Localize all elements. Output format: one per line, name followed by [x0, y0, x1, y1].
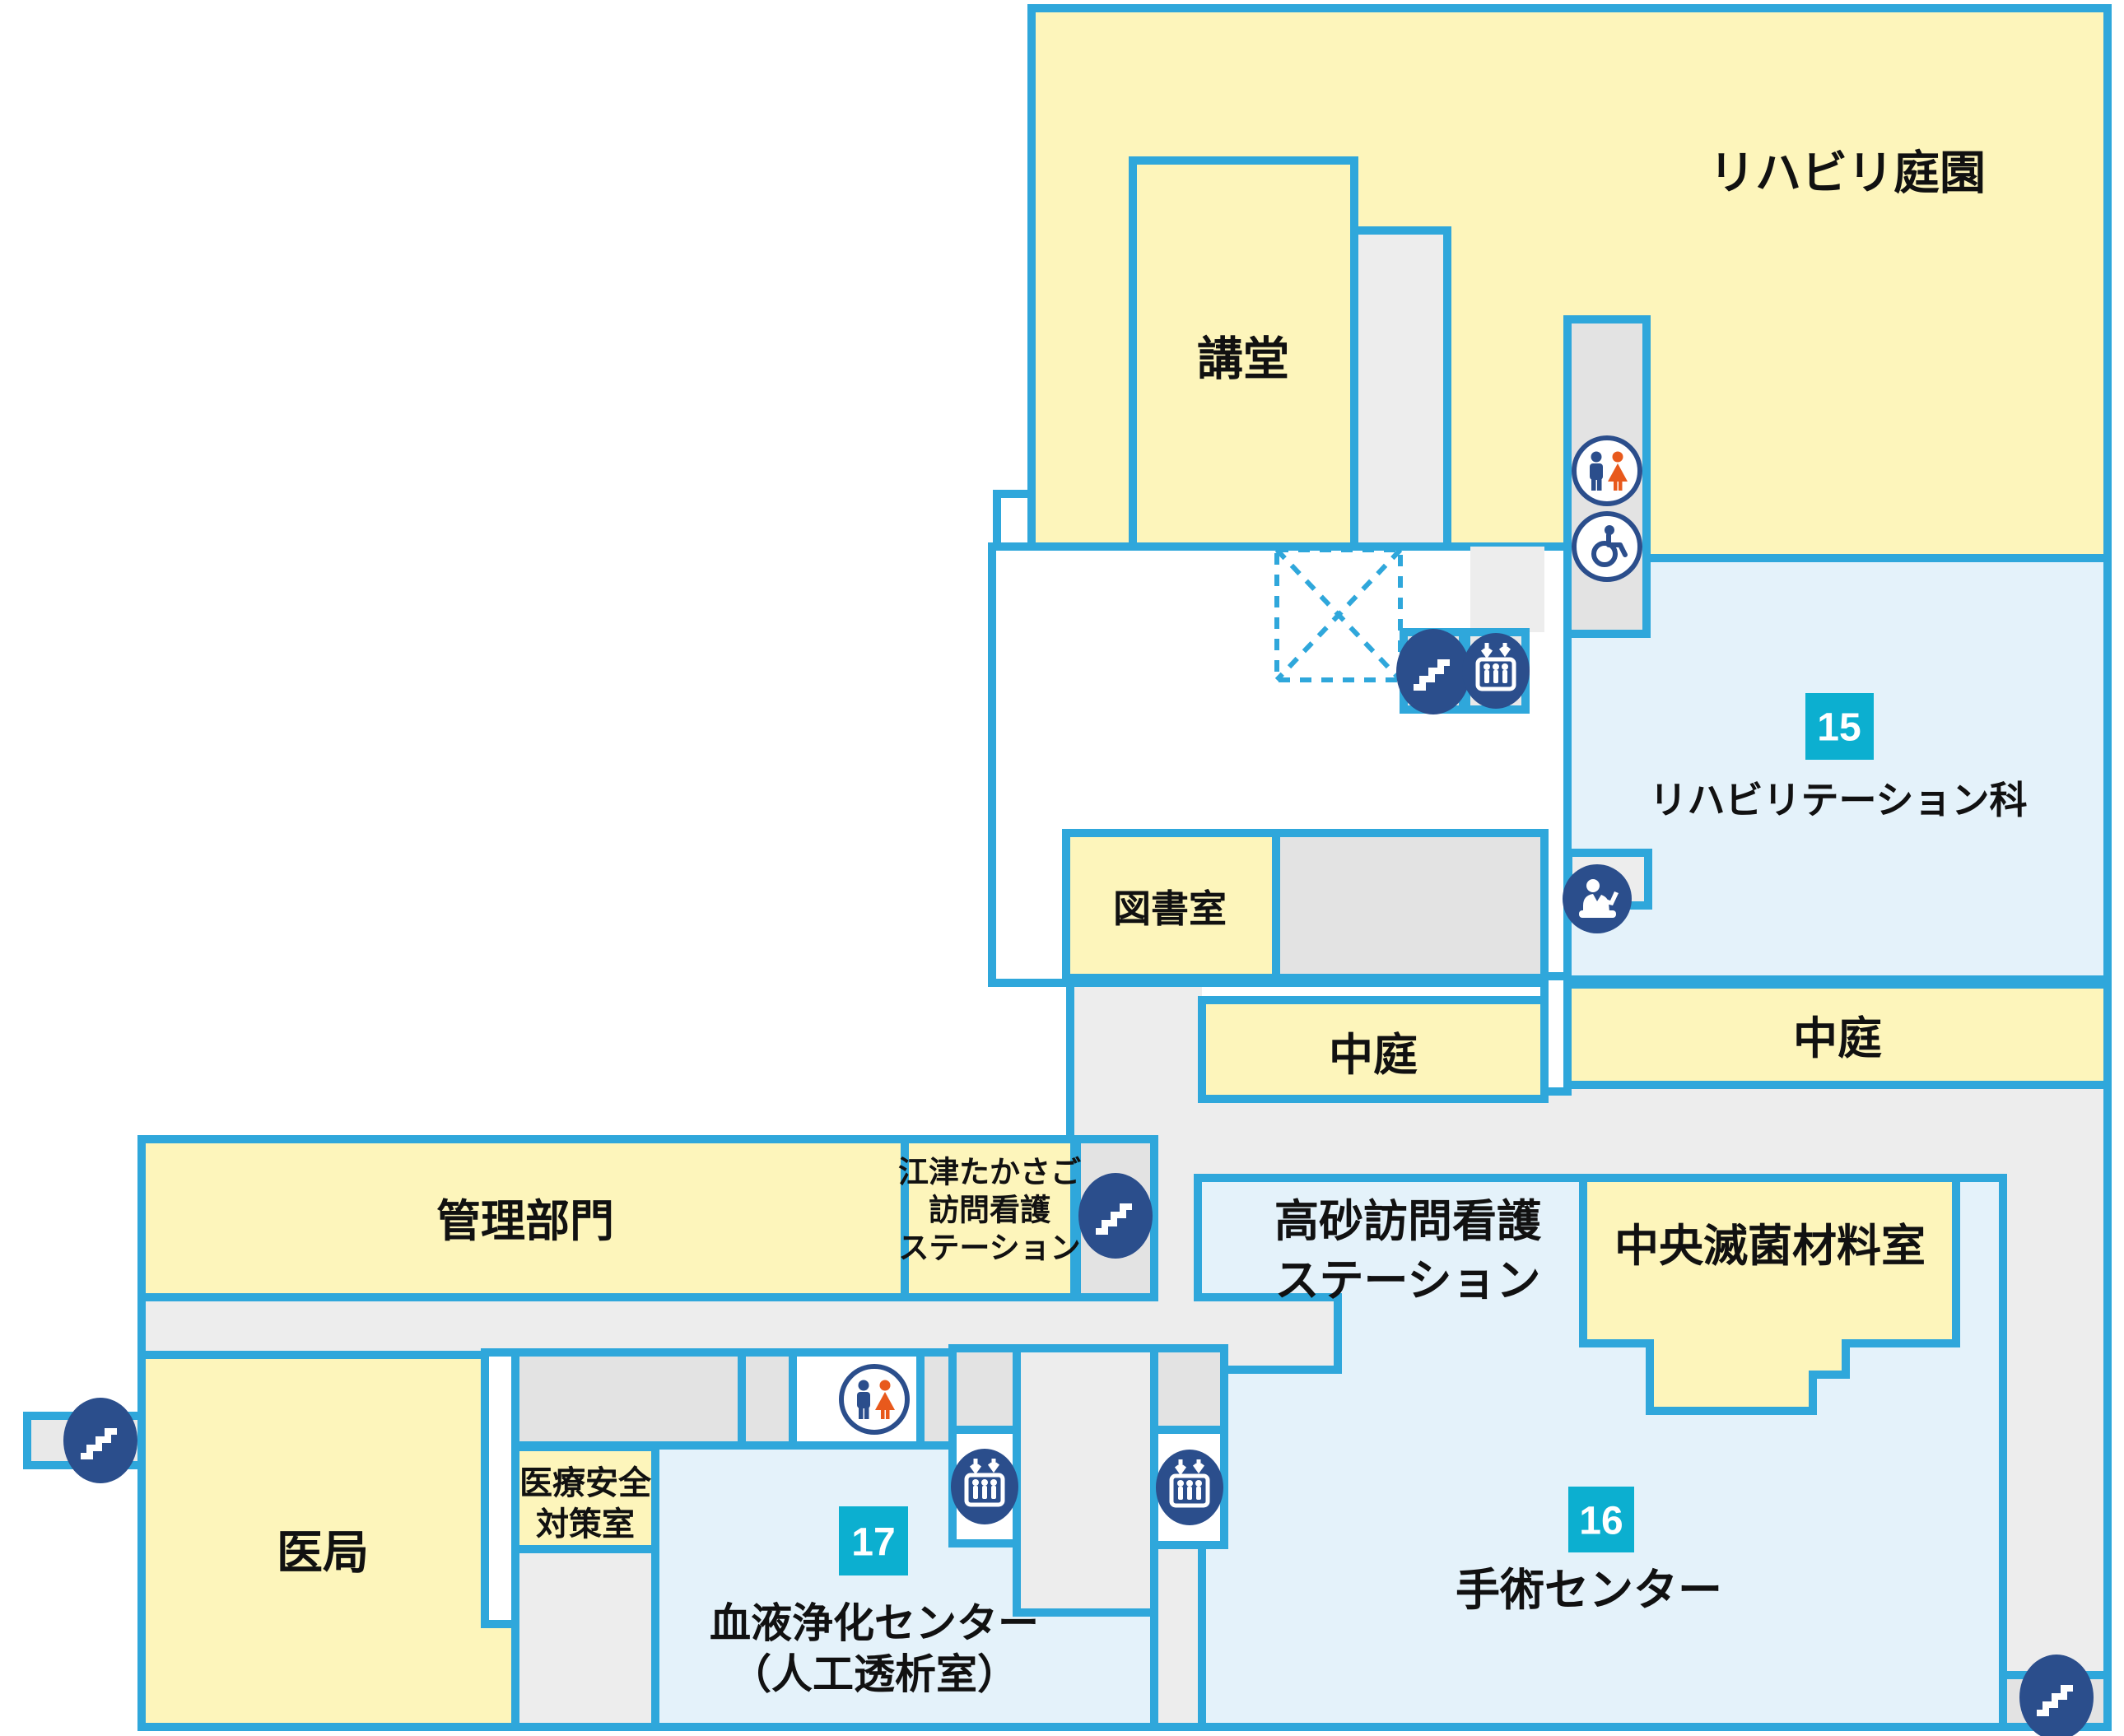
label-takasago-line1: 高砂訪問看護 [1274, 1197, 1542, 1246]
room-library [1062, 829, 1280, 982]
badge-dialysis: 17 [839, 1506, 908, 1575]
badge-rehab-dept-number: 15 [1817, 706, 1861, 750]
label-safety-line1: 医療安全 [519, 1464, 652, 1501]
corridor-between-shafts [1013, 1344, 1158, 1617]
corridor-below-safety-room [515, 1549, 655, 1727]
reception-icon [1563, 864, 1632, 933]
label-surgery-center: 手術センター [1456, 1566, 1722, 1615]
label-rehab-dept: リハビリテーション科 [1649, 779, 2027, 821]
stairs-icon [63, 1398, 137, 1483]
label-library: 図書室 [1113, 887, 1227, 930]
room-courtyard-right [1563, 980, 2112, 1089]
label-doctors-office: 医局 [277, 1527, 369, 1579]
label-dialysis-line1: 血液浄化センター [710, 1600, 1039, 1646]
label-courtyard-left: 中庭 [1329, 1031, 1418, 1080]
label-gotsu-line1: 江津たかさご [898, 1156, 1081, 1189]
escalator-void-marker [1274, 547, 1403, 682]
corridor-band-middle [1070, 1088, 2109, 1180]
corridor-pocket-top [1470, 547, 1544, 632]
badge-dialysis-number: 17 [851, 1521, 895, 1565]
room-safety-office [511, 1443, 659, 1553]
toilet-icon [841, 1366, 907, 1432]
room-admin [137, 1135, 909, 1301]
badge-rehab-dept: 15 [1805, 693, 1874, 760]
garden-left-jog [993, 490, 1032, 547]
label-dialysis-line2: （人工透析室） [730, 1651, 1018, 1697]
corridor-strip-bottom [1150, 1541, 1206, 1731]
label-courtyard-right: 中庭 [1793, 1014, 1882, 1063]
corridor-below-library [1070, 978, 1202, 1093]
room-courtyard-left [1198, 996, 1549, 1103]
room-rehab-dept [1563, 554, 2112, 984]
label-takasago-line2: ステーション [1275, 1256, 1541, 1305]
elevator-icon [1156, 1450, 1223, 1525]
badge-surgery: 16 [1568, 1487, 1634, 1552]
toilet-icon [1574, 438, 1640, 504]
label-auditorium: 講堂 [1197, 333, 1289, 385]
corridor-strip-top [1350, 226, 1451, 551]
corridor-strip-left [481, 1348, 519, 1628]
room-central-sterile [1579, 1174, 1960, 1415]
elevator-icon [1462, 633, 1530, 709]
elevator-shaft-left-borders [948, 1344, 1021, 1548]
label-rehab-garden: リハビリ庭園 [1709, 147, 1986, 199]
label-gotsu-line2: 訪問看護 [929, 1194, 1051, 1227]
wheelchair-icon [1574, 514, 1640, 579]
elevator-icon [951, 1449, 1018, 1524]
label-admin: 管理部門 [436, 1197, 614, 1246]
label-safety-line2: 対策室 [536, 1506, 635, 1543]
stairs-icon [1396, 629, 1470, 714]
label-gotsu-line3: ステーション [898, 1231, 1080, 1265]
badge-surgery-number: 16 [1579, 1500, 1623, 1543]
elevator-shaft-right-borders [1150, 1344, 1228, 1549]
label-central-sterile: 中央滅菌材料室 [1614, 1222, 1926, 1271]
room-next-to-library [1272, 829, 1549, 982]
corridor-connector [1154, 1178, 1198, 1301]
stairs-icon [1078, 1173, 1153, 1259]
corridor-right-column [2003, 1177, 2109, 1727]
